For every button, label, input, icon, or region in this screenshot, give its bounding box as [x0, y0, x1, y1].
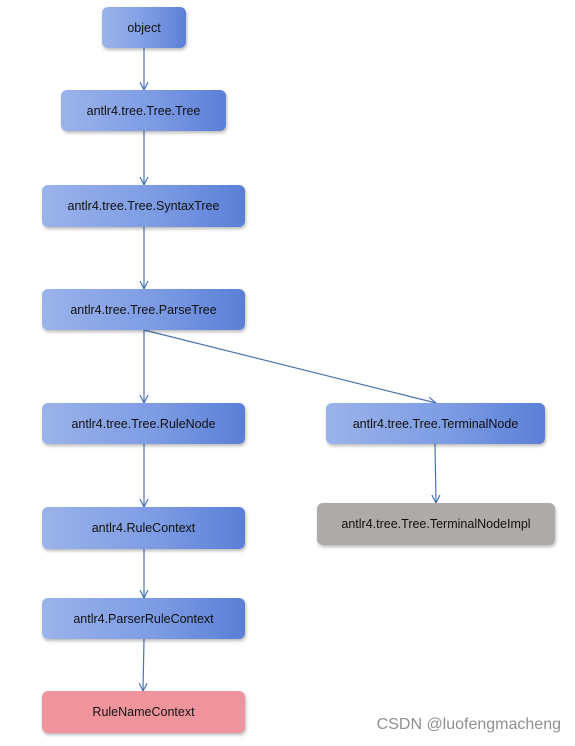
node-rule-name-context: RuleNameContext	[42, 691, 245, 733]
edge-parse-tree-to-terminal-node	[143, 329, 436, 403]
node-syntax-tree-label: antlr4.tree.Tree.SyntaxTree	[67, 199, 220, 213]
node-rule-node-label: antlr4.tree.Tree.RuleNode	[71, 416, 216, 431]
node-terminal-node: antlr4.tree.Tree.TerminalNode	[326, 403, 545, 444]
node-tree: antlr4.tree.Tree.Tree	[61, 90, 226, 131]
node-syntax-tree: antlr4.tree.Tree.SyntaxTree	[42, 185, 245, 227]
node-terminal-node-label: antlr4.tree.Tree.TerminalNode	[352, 416, 519, 431]
node-rule-context-label: antlr4.RuleContext	[91, 521, 196, 535]
edge-terminal-node-to-terminal-node-impl	[435, 443, 436, 503]
node-rule-context: antlr4.RuleContext	[42, 507, 245, 549]
node-rule-name-context-label: RuleNameContext	[92, 705, 195, 719]
watermark: CSDN @luofengmacheng	[376, 716, 561, 733]
node-parse-tree: antlr4.tree.Tree.ParseTree	[42, 289, 245, 330]
node-parse-tree-label: antlr4.tree.Tree.ParseTree	[70, 302, 217, 317]
edge-parser-rule-context-to-rule-name-context	[143, 638, 144, 691]
node-parser-rule-context: antlr4.ParserRuleContext	[42, 598, 245, 639]
node-object-label: object	[127, 20, 161, 35]
node-tree-label: antlr4.tree.Tree.Tree	[86, 103, 201, 118]
node-terminal-node-impl-label: antlr4.tree.Tree.TerminalNodeImpl	[341, 517, 531, 531]
node-terminal-node-impl: antlr4.tree.Tree.TerminalNodeImpl	[317, 503, 555, 545]
node-parser-rule-context-label: antlr4.ParserRuleContext	[73, 611, 214, 626]
node-rule-node: antlr4.tree.Tree.RuleNode	[42, 403, 245, 444]
node-object: object	[102, 7, 186, 48]
